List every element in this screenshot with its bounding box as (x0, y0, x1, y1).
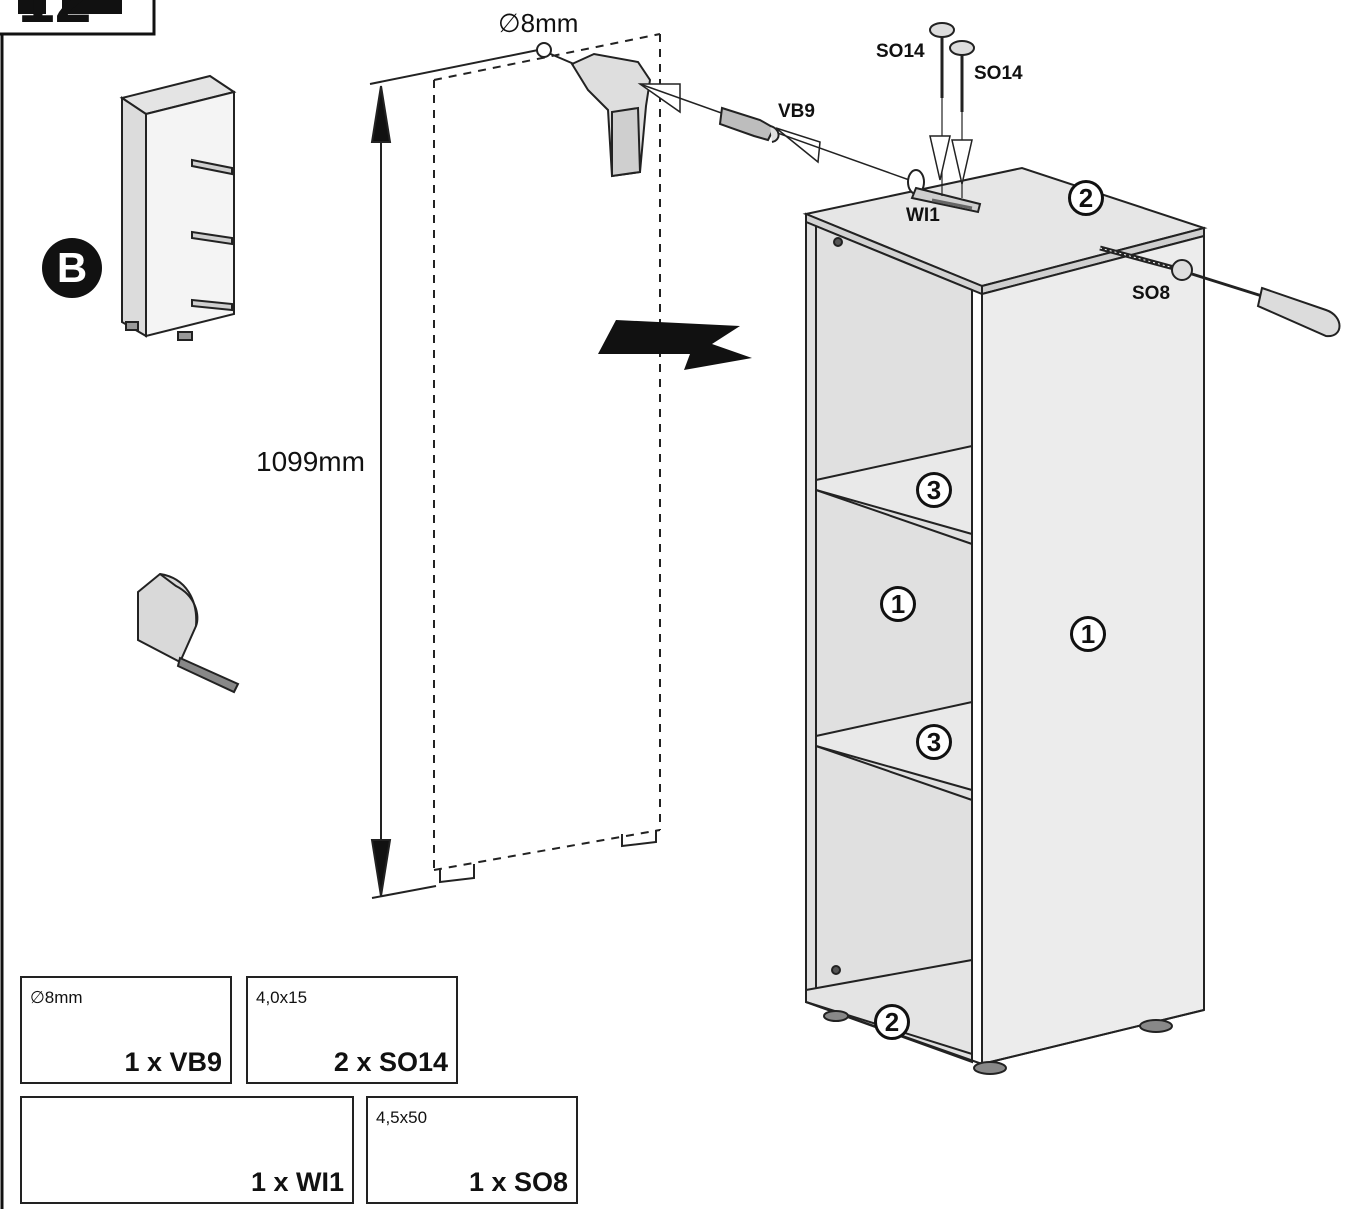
part-box-so8: 4,5x50 1 x SO8 (366, 1096, 578, 1204)
part-spec: 4,0x15 (256, 988, 308, 1007)
screwdriver-icon (1191, 272, 1341, 338)
panel-number-top: 2 (1068, 180, 1104, 216)
screw-so14-pair (929, 22, 975, 198)
part-qty: 1 x VB9 (124, 1047, 222, 1077)
callout-so14-a: SO14 (876, 41, 925, 62)
template-feet (439, 830, 657, 884)
screw-so8 (1099, 245, 1193, 281)
panel-number-shelf-upper: 3 (916, 472, 952, 508)
part-qty: 1 x SO8 (468, 1167, 568, 1197)
variant-letter: B (56, 244, 88, 291)
drill-icon (536, 42, 652, 178)
part-box-vb9: ∅8mm 1 x VB9 (20, 976, 232, 1084)
wall-template-outline (433, 33, 661, 871)
variant-badge: B (42, 238, 102, 298)
part-qty: 1 x WI1 (250, 1167, 344, 1197)
drill-diameter-label: ∅8mm (498, 8, 579, 38)
part-spec: 4,5x50 (376, 1108, 428, 1127)
part-qty: 2 x SO14 (333, 1047, 448, 1077)
part-spec: ∅8mm (30, 988, 83, 1007)
callout-so14-b: SO14 (974, 63, 1023, 84)
wall-bracket-wi1 (907, 169, 982, 214)
push-direction-arrow (598, 320, 752, 370)
panel-number-side-inner: 1 (880, 586, 916, 622)
callout-wi1: WI1 (906, 205, 940, 226)
callout-so8: SO8 (1132, 283, 1171, 304)
inner-back-panel (805, 220, 973, 1064)
cabinet-thumbnail (119, 74, 237, 341)
panel-number-bottom: 2 (874, 1004, 910, 1040)
part-box-wi1: 1 x WI1 (20, 1096, 354, 1204)
part-box-so14: 4,0x15 2 x SO14 (246, 976, 458, 1084)
panel-number-side-front: 1 (1070, 616, 1106, 652)
height-dimension (369, 47, 549, 899)
height-label: 1099mm (256, 446, 365, 477)
callout-vb9: VB9 (778, 101, 815, 122)
step-number: 12 (18, 0, 91, 32)
wall-plug-vb9 (718, 106, 780, 143)
panel-number-shelf-lower: 3 (916, 724, 952, 760)
tape-measure-icon (137, 572, 240, 694)
upper-shelf (815, 444, 973, 536)
step-box (0, 0, 156, 36)
